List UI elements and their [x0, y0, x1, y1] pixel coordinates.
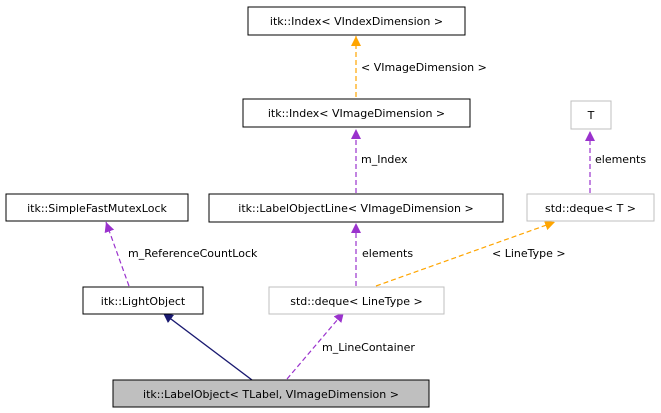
edge-template-linetype: < LineType > — [375, 220, 566, 287]
node-label-object[interactable]: itk::LabelObject< TLabel, VImageDimensio… — [112, 379, 430, 408]
edge-m-index: m_Index — [351, 129, 408, 193]
node-label: itk::LabelObject< TLabel, VImageDimensio… — [143, 388, 399, 401]
node-label: std::deque< T > — [545, 202, 636, 215]
node-label: itk::SimpleFastMutexLock — [27, 202, 167, 215]
edge-label-vimage-dimension: < VImageDimension > — [361, 61, 487, 74]
node-simple-fast-mutex-lock[interactable]: itk::SimpleFastMutexLock — [5, 193, 189, 222]
node-deque-linetype[interactable]: std::deque< LineType > — [268, 286, 445, 315]
node-index-vindex-dimension[interactable]: itk::Index< VIndexDimension > — [247, 6, 466, 36]
edge-elements-line: elements — [351, 223, 413, 286]
node-light-object[interactable]: itk::LightObject — [82, 286, 204, 315]
node-t[interactable]: T — [570, 100, 612, 130]
edge-label-line-container: m_LineContainer — [322, 341, 415, 354]
node-label: itk::LightObject — [101, 295, 186, 308]
edge-elements-t: elements — [585, 131, 646, 193]
edge-label-elements-line: elements — [362, 247, 413, 260]
edge-label-linetype: < LineType > — [492, 247, 566, 260]
edge-label-elements-t: elements — [595, 153, 646, 166]
node-deque-t[interactable]: std::deque< T > — [526, 193, 655, 222]
edge-label-reference-count-lock: m_ReferenceCountLock — [128, 247, 258, 260]
node-label: itk::LabelObjectLine< VImageDimension > — [238, 202, 473, 215]
node-label: itk::Index< VIndexDimension > — [270, 15, 443, 28]
edge-reference-count-lock: m_ReferenceCountLock — [104, 221, 258, 287]
edge-template-index: < VImageDimension > — [351, 36, 487, 97]
node-label: std::deque< LineType > — [290, 295, 423, 308]
node-index-vimage-dimension[interactable]: itk::Index< VImageDimension > — [242, 98, 471, 128]
edge-line-container: m_LineContainer — [286, 311, 415, 380]
edge-label-m-index: m_Index — [361, 153, 408, 166]
edge-inheritance-light-object — [162, 312, 253, 381]
node-label: T — [587, 109, 595, 122]
node-label-object-line[interactable]: itk::LabelObjectLine< VImageDimension > — [208, 193, 504, 223]
node-label: itk::Index< VImageDimension > — [268, 107, 445, 120]
